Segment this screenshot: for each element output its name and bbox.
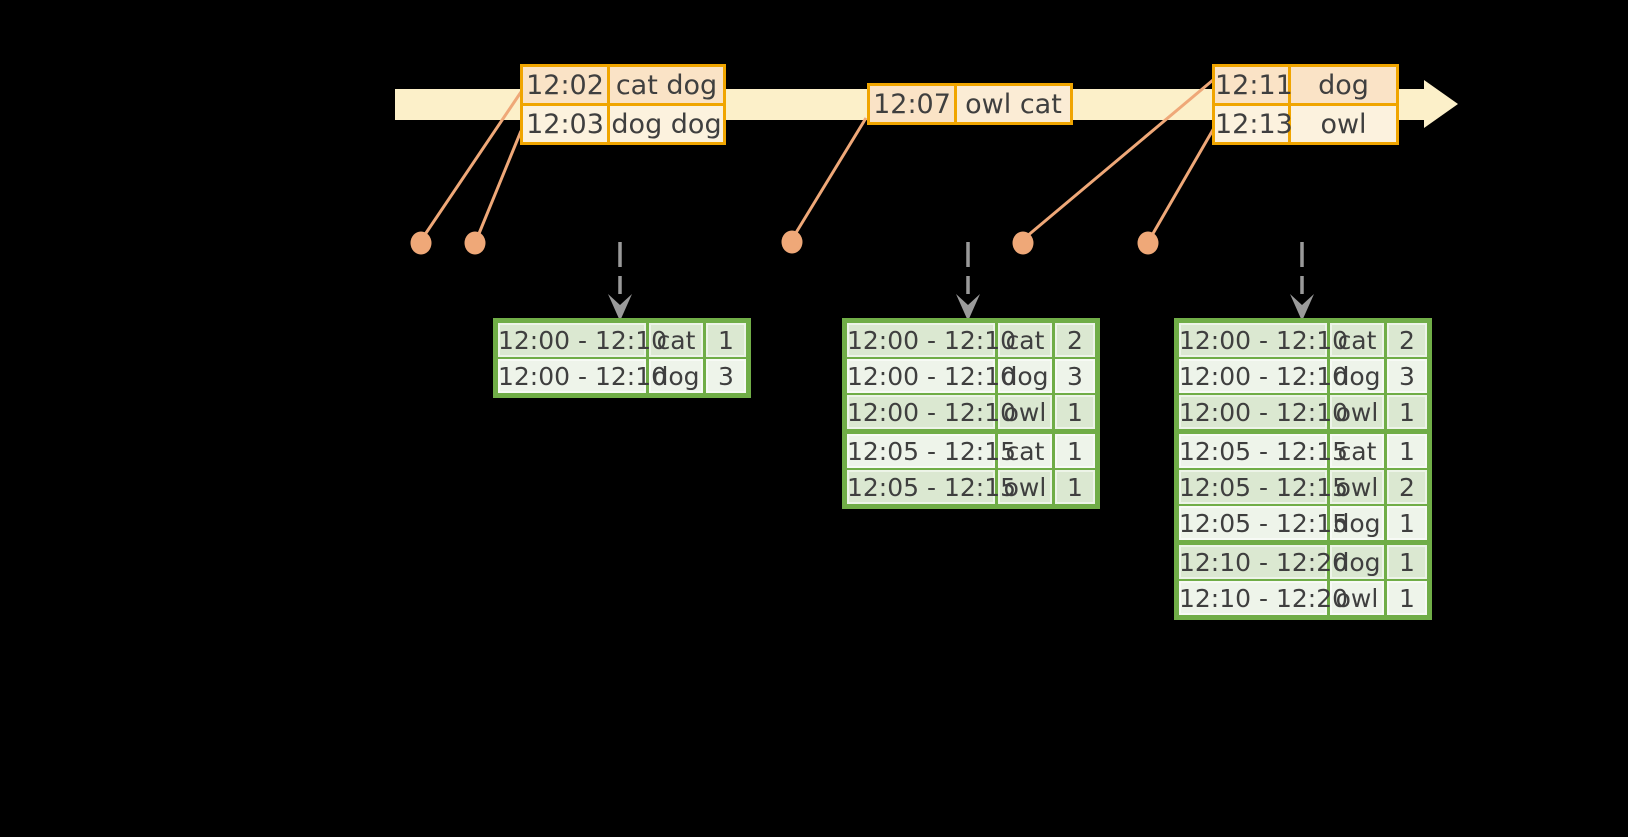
- window-cell: 12:00 - 12:10: [843, 357, 1016, 395]
- event-connector-line: [792, 117, 868, 237]
- event-dot-icon: [1137, 231, 1159, 255]
- trigger-arrow-icon: [1290, 242, 1314, 321]
- count-cell: 1: [1384, 579, 1431, 619]
- event-table-1: 12:02 cat dog 12:03 dog dog: [520, 64, 726, 145]
- event-connector-line: [476, 130, 523, 237]
- word-cell: cat: [995, 319, 1055, 359]
- event-dot-icon: [410, 231, 432, 255]
- event-connector-line: [1149, 127, 1216, 238]
- window-cell: 12:00 - 12:10: [1175, 393, 1348, 433]
- result-row: 12:00 - 12:10 dog 3: [843, 357, 1099, 395]
- word-cell: cat: [1327, 319, 1387, 359]
- result-row: 12:05 - 12:15 owl 2: [1175, 468, 1431, 506]
- event-words-cell: owl: [1288, 103, 1399, 145]
- event-time-cell: 12:03: [520, 103, 610, 145]
- count-cell: 1: [1384, 429, 1431, 470]
- count-cell: 1: [1052, 393, 1099, 433]
- event-connector-line: [1025, 78, 1214, 239]
- trigger-arrow-icon: [608, 242, 632, 321]
- result-row: 12:05 - 12:15 owl 1: [843, 468, 1099, 508]
- count-cell: 3: [1052, 357, 1099, 395]
- word-cell: cat: [1327, 429, 1387, 470]
- event-dot-icon: [781, 230, 803, 254]
- event-row: 12:11 dog: [1212, 64, 1399, 106]
- window-cell: 12:05 - 12:15: [843, 468, 1016, 508]
- event-time-cell: 12:02: [520, 64, 610, 106]
- trigger-arrows: [608, 242, 1314, 321]
- event-connector-line: [422, 91, 523, 237]
- count-cell: 2: [1052, 319, 1099, 359]
- event-words-cell: dog dog: [607, 103, 726, 145]
- word-cell: cat: [995, 429, 1055, 470]
- count-cell: 1: [1384, 504, 1431, 544]
- result-row: 12:00 - 12:10 cat 2: [1175, 319, 1431, 359]
- window-cell: 12:00 - 12:10: [494, 357, 667, 397]
- word-cell: owl: [1327, 393, 1387, 433]
- count-cell: 1: [1384, 540, 1431, 581]
- event-table-2: 12:07 owl cat: [867, 83, 1073, 125]
- event-row: 12:07 owl cat: [867, 83, 1073, 125]
- window-cell: 12:00 - 12:10: [1175, 319, 1348, 359]
- window-cell: 12:00 - 12:10: [843, 393, 1016, 433]
- event-time-cell: 12:11: [1212, 64, 1293, 106]
- result-row: 12:00 - 12:10 cat 2: [843, 319, 1099, 359]
- count-cell: 2: [1384, 468, 1431, 506]
- result-table-2: 12:00 - 12:10 cat 2 12:00 - 12:10 dog 3 …: [842, 318, 1100, 509]
- event-connector-lines: [422, 78, 1216, 239]
- result-row: 12:00 - 12:10 dog 3: [1175, 357, 1431, 395]
- window-cell: 12:00 - 12:10: [494, 319, 667, 359]
- result-row: 12:00 - 12:10 cat 1: [494, 319, 750, 359]
- word-cell: dog: [646, 357, 706, 397]
- window-cell: 12:05 - 12:15: [843, 429, 1016, 470]
- result-row: 12:05 - 12:15 cat 1: [1175, 429, 1431, 470]
- word-cell: owl: [995, 393, 1055, 433]
- word-cell: owl: [995, 468, 1055, 508]
- result-table-3: 12:00 - 12:10 cat 2 12:00 - 12:10 dog 3 …: [1174, 318, 1432, 620]
- window-cell: 12:05 - 12:15: [1175, 468, 1348, 506]
- count-cell: 1: [1384, 393, 1431, 433]
- event-time-cell: 12:13: [1212, 103, 1293, 145]
- trigger-arrow-icon: [956, 242, 980, 321]
- result-row: 12:00 - 12:10 owl 1: [1175, 393, 1431, 433]
- word-cell: dog: [1327, 504, 1387, 544]
- timeline-arrowhead-icon: [1424, 80, 1458, 128]
- event-words-cell: dog: [1288, 64, 1399, 106]
- result-row: 12:05 - 12:15 dog 1: [1175, 504, 1431, 544]
- result-row: 12:10 - 12:20 dog 1: [1175, 540, 1431, 581]
- count-cell: 1: [1052, 429, 1099, 470]
- event-row: 12:03 dog dog: [520, 103, 726, 145]
- count-cell: 1: [1052, 468, 1099, 508]
- window-cell: 12:05 - 12:15: [1175, 429, 1348, 470]
- count-cell: 3: [1384, 357, 1431, 395]
- result-table-1: 12:00 - 12:10 cat 1 12:00 - 12:10 dog 3: [493, 318, 751, 398]
- window-cell: 12:00 - 12:10: [843, 319, 1016, 359]
- event-table-3: 12:11 dog 12:13 owl: [1212, 64, 1399, 145]
- event-words-cell: cat dog: [607, 64, 726, 106]
- window-cell: 12:10 - 12:20: [1175, 540, 1348, 581]
- event-dot-icon: [464, 231, 486, 255]
- word-cell: cat: [646, 319, 706, 359]
- window-cell: 12:00 - 12:10: [1175, 357, 1348, 395]
- event-words-cell: owl cat: [954, 83, 1073, 125]
- count-cell: 1: [703, 319, 750, 359]
- count-cell: 3: [703, 357, 750, 397]
- result-row: 12:05 - 12:15 cat 1: [843, 429, 1099, 470]
- event-row: 12:13 owl: [1212, 103, 1399, 145]
- word-cell: owl: [1327, 579, 1387, 619]
- result-row: 12:10 - 12:20 owl 1: [1175, 579, 1431, 619]
- event-row: 12:02 cat dog: [520, 64, 726, 106]
- window-cell: 12:05 - 12:15: [1175, 504, 1348, 544]
- event-time-cell: 12:07: [867, 83, 957, 125]
- result-row: 12:00 - 12:10 dog 3: [494, 357, 750, 397]
- word-cell: dog: [1327, 357, 1387, 395]
- window-cell: 12:10 - 12:20: [1175, 579, 1348, 619]
- count-cell: 2: [1384, 319, 1431, 359]
- word-cell: dog: [1327, 540, 1387, 581]
- word-cell: dog: [995, 357, 1055, 395]
- result-row: 12:00 - 12:10 owl 1: [843, 393, 1099, 433]
- event-dots: [410, 230, 1159, 255]
- event-dot-icon: [1012, 231, 1034, 255]
- word-cell: owl: [1327, 468, 1387, 506]
